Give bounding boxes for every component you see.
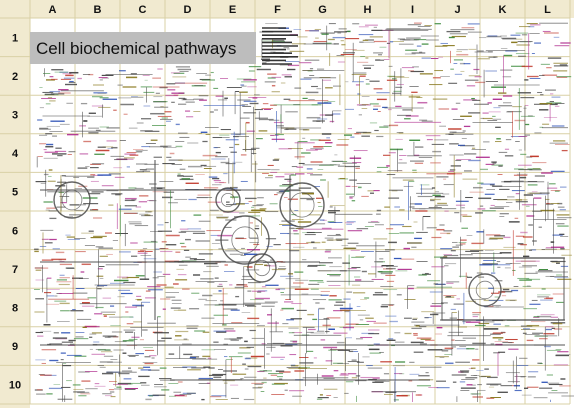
pathway-cycle xyxy=(468,273,502,307)
pathway-cycle xyxy=(279,182,325,228)
pathway-cycle xyxy=(220,215,270,265)
left-band xyxy=(0,0,30,408)
column-label: I xyxy=(411,4,414,16)
row-labels: 1 2 3 4 5 6 7 8 9 10 xyxy=(9,32,21,391)
pathway-cycle-inner xyxy=(253,259,271,277)
row-label: 2 xyxy=(12,71,18,83)
row-label: 5 xyxy=(12,187,18,199)
row-label: 9 xyxy=(12,341,18,353)
pathway-cycle xyxy=(247,253,277,283)
column-label: C xyxy=(139,4,147,16)
pathway-cycle-inner xyxy=(231,226,259,254)
row-label: 7 xyxy=(12,264,18,276)
row-label: 8 xyxy=(12,303,18,315)
column-labels: A B C D E F G H I J K L xyxy=(49,4,552,16)
column-label: F xyxy=(274,4,281,16)
map-title: Cell biochemical pathways xyxy=(36,39,236,58)
pathway-cycle-inner xyxy=(475,280,495,300)
row-label: 4 xyxy=(12,148,19,160)
column-label: B xyxy=(94,4,102,16)
pathway-cycle-inner xyxy=(220,192,235,207)
column-label: L xyxy=(544,4,551,16)
pathway-cycle xyxy=(215,187,241,213)
column-label: K xyxy=(499,4,507,16)
legend-block xyxy=(262,27,298,65)
row-label: 3 xyxy=(12,110,18,122)
column-label: H xyxy=(364,4,372,16)
column-label: J xyxy=(454,4,460,16)
column-label: G xyxy=(318,4,327,16)
pathway-cycle xyxy=(53,181,91,219)
column-label: E xyxy=(229,4,236,16)
column-label: D xyxy=(184,4,192,16)
row-label: 1 xyxy=(12,32,18,44)
row-label: 6 xyxy=(12,225,18,237)
pathway-compartment xyxy=(441,257,565,321)
title-box: Cell biochemical pathways xyxy=(30,32,256,64)
column-label: A xyxy=(49,4,57,16)
header-band xyxy=(0,0,574,18)
row-label: 10 xyxy=(9,380,21,392)
pathway-ink xyxy=(34,22,574,402)
